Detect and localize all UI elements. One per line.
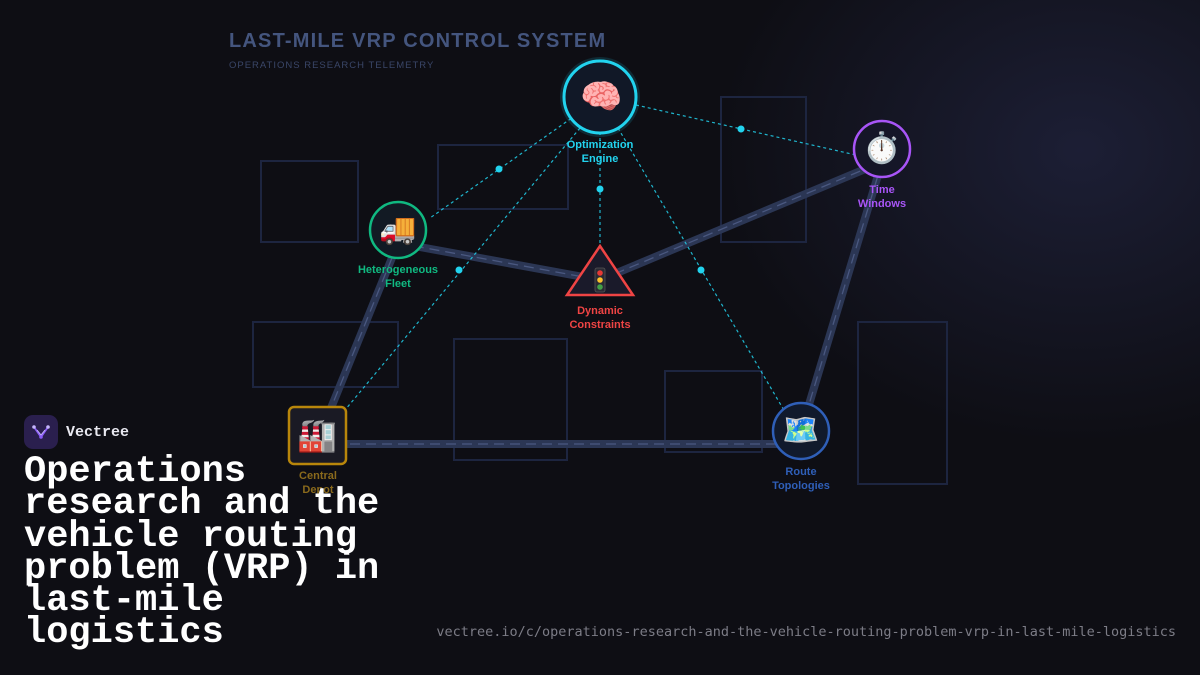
brand-name: Vectree	[66, 423, 130, 441]
signal-packet	[455, 266, 463, 274]
signal-engine-time	[635, 104, 857, 156]
route-node	[771, 401, 831, 461]
delivery-truck-icon: 🚚	[379, 212, 417, 247]
factory-icon: 🏭	[297, 416, 337, 454]
city-blocks	[252, 96, 948, 485]
road-fleet-constraints	[397, 239, 601, 284]
depot-node	[287, 405, 348, 466]
signal-packets	[455, 125, 745, 274]
fleet-label: Heterogeneous Fleet	[357, 264, 439, 290]
system-title: LAST-MILE VRP CONTROL SYSTEM	[229, 30, 607, 52]
stopwatch-icon: ⏱️	[863, 131, 901, 166]
article-url[interactable]: vectree.io/c/operations-research-and-the…	[436, 624, 1176, 640]
signal-packet	[495, 165, 503, 173]
constraints-label: Dynamic Constraints	[569, 305, 631, 331]
engine-node	[562, 59, 638, 135]
road-constraints-time	[598, 158, 884, 284]
engine-label: Optimization Engine	[566, 139, 634, 165]
node-shapes	[287, 57, 912, 466]
road-time-route	[797, 160, 886, 433]
signal-engine-fleet	[429, 114, 577, 219]
time-windows-label: Time Windows	[857, 184, 907, 210]
signal-packet	[697, 266, 705, 274]
signal-packet	[737, 125, 745, 133]
system-subtitle: OPERATIONS RESEARCH TELEMETRY	[229, 60, 435, 71]
traffic-light-icon	[594, 267, 606, 293]
world-map-icon: 🗺️	[782, 413, 820, 448]
signal-engine-depot	[344, 127, 581, 411]
brand: Vectree	[24, 415, 129, 449]
page-headline: Operations research and the vehicle rout…	[24, 451, 380, 655]
fleet-node	[368, 200, 428, 260]
signal-packet	[596, 185, 604, 193]
vectree-logo-icon	[24, 415, 58, 449]
route-topologies-label: Route Topologies	[772, 466, 830, 492]
depot-label: Central Depot	[299, 470, 337, 496]
brain-icon: 🧠	[580, 77, 623, 117]
time-node	[852, 119, 912, 179]
